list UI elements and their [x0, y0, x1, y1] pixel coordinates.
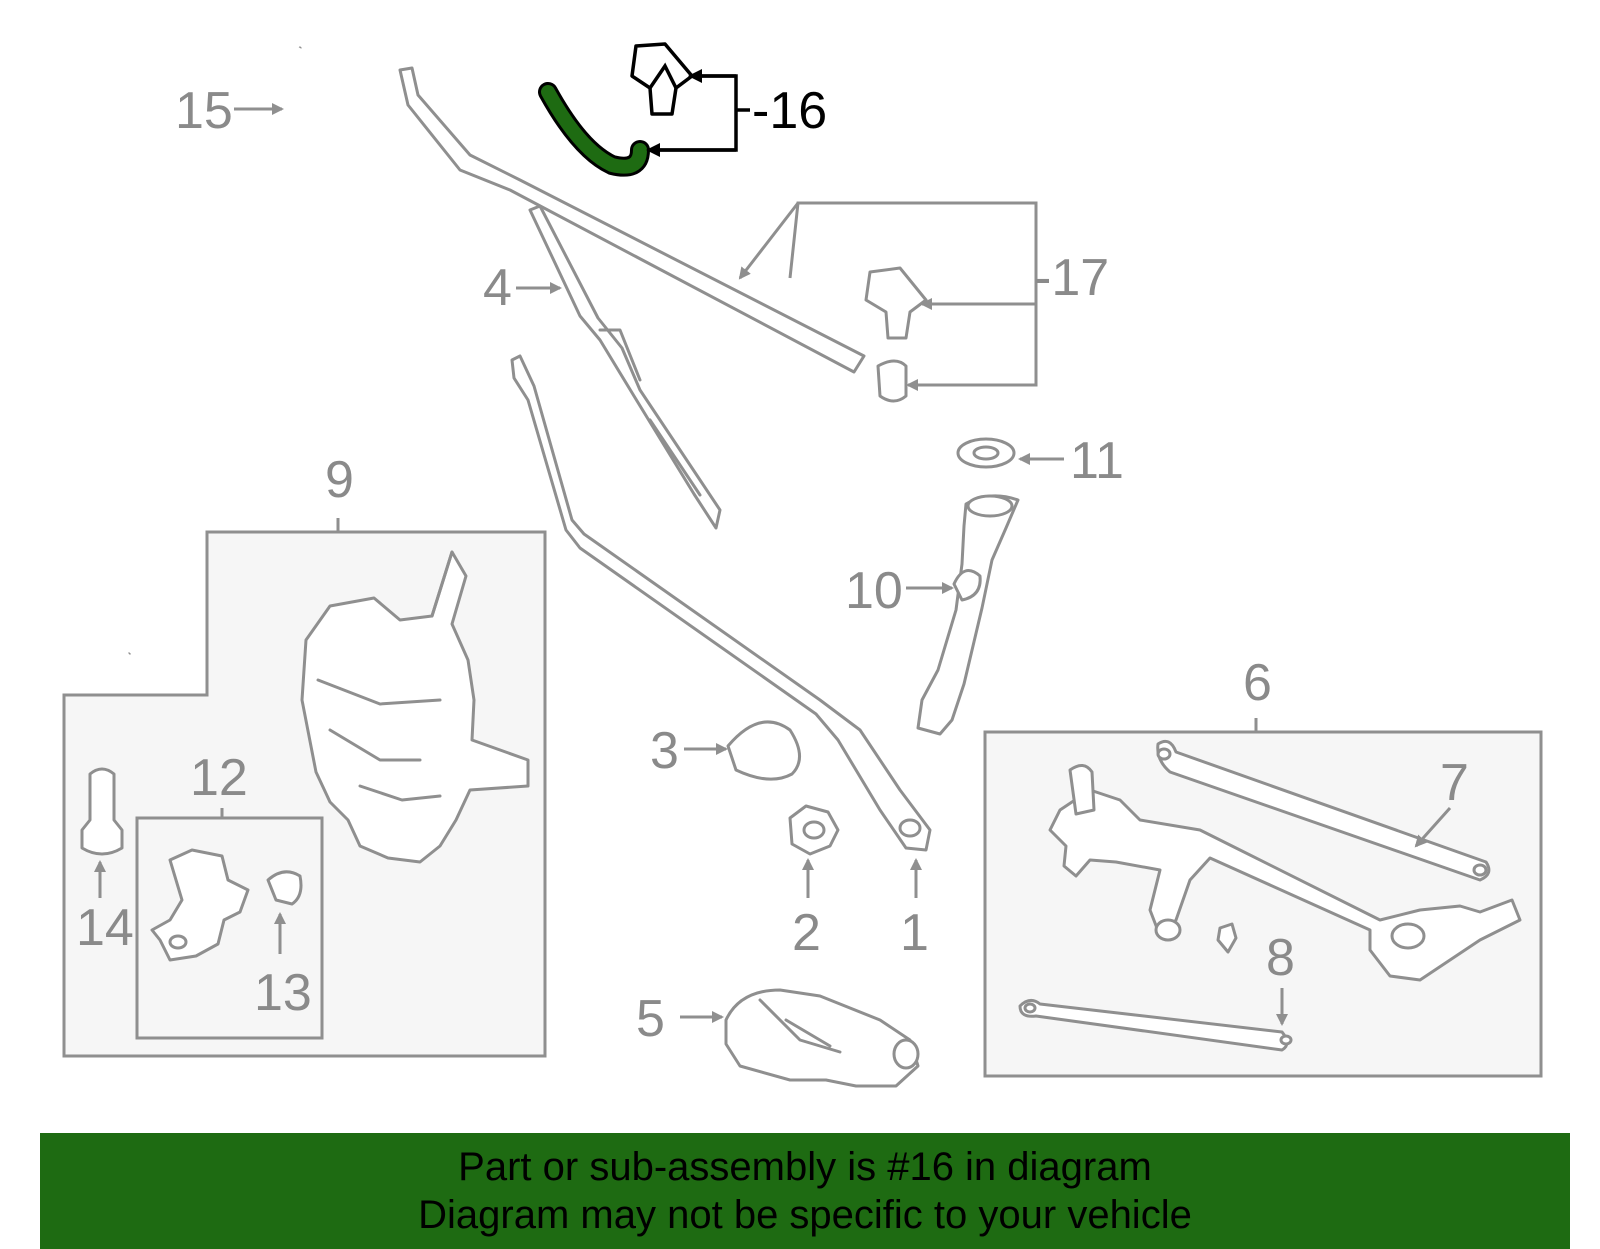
grommet-part-11: [956, 437, 1016, 469]
group-box-12: [135, 816, 324, 1040]
washer-hose-part-15: [81, 45, 304, 656]
callout-14: 14: [76, 899, 134, 957]
callout-12: 12: [190, 749, 248, 807]
callout-10: 10: [845, 562, 903, 620]
wiper-blade-part-4: [528, 204, 722, 530]
callout-13: 13: [254, 964, 312, 1022]
callout-4: 4: [483, 259, 512, 317]
reservoir-part-9: [300, 550, 530, 864]
callout-7: 7: [1440, 754, 1469, 812]
wiper-arm-part-1: [510, 354, 932, 852]
callout-16: -16: [752, 82, 827, 140]
callout-1: 1: [900, 904, 929, 962]
callout-17: -17: [1034, 249, 1109, 307]
callout-2: 2: [792, 904, 821, 962]
seal-part-13: [266, 870, 303, 906]
nut-part-2: [788, 804, 840, 856]
wiper-motor-part-5: [724, 988, 920, 1088]
link-rod-part-8: [1018, 999, 1293, 1052]
cap-part-3: [726, 720, 801, 781]
footer-line-disclaimer: Diagram may not be specific to your vehi…: [418, 1193, 1192, 1237]
grommet-part-14: [80, 767, 124, 856]
linkage-part-6: [1048, 764, 1522, 982]
wiper-arm-part-17: [398, 66, 866, 374]
footer-banner: Part or sub-assembly is #16 in diagram D…: [40, 1133, 1570, 1249]
nozzle-part-17: [864, 266, 928, 403]
callout-6: 6: [1243, 654, 1272, 712]
callout-5: 5: [636, 990, 665, 1048]
footer-line-part-info: Part or sub-assembly is #16 in diagram: [458, 1145, 1152, 1189]
callout-11: 11: [1070, 432, 1124, 490]
callout-3: 3: [650, 722, 679, 780]
hose-part-16-highlighted: [538, 82, 650, 177]
filler-neck-part-10: [916, 494, 1020, 736]
link-rod-part-7: [1156, 739, 1491, 882]
callout-15: 15: [175, 82, 233, 140]
nozzle-part-16: [630, 42, 694, 116]
callout-9: 9: [325, 451, 354, 509]
callout-8: 8: [1266, 929, 1295, 987]
washer-pump-part-12: [150, 848, 250, 962]
